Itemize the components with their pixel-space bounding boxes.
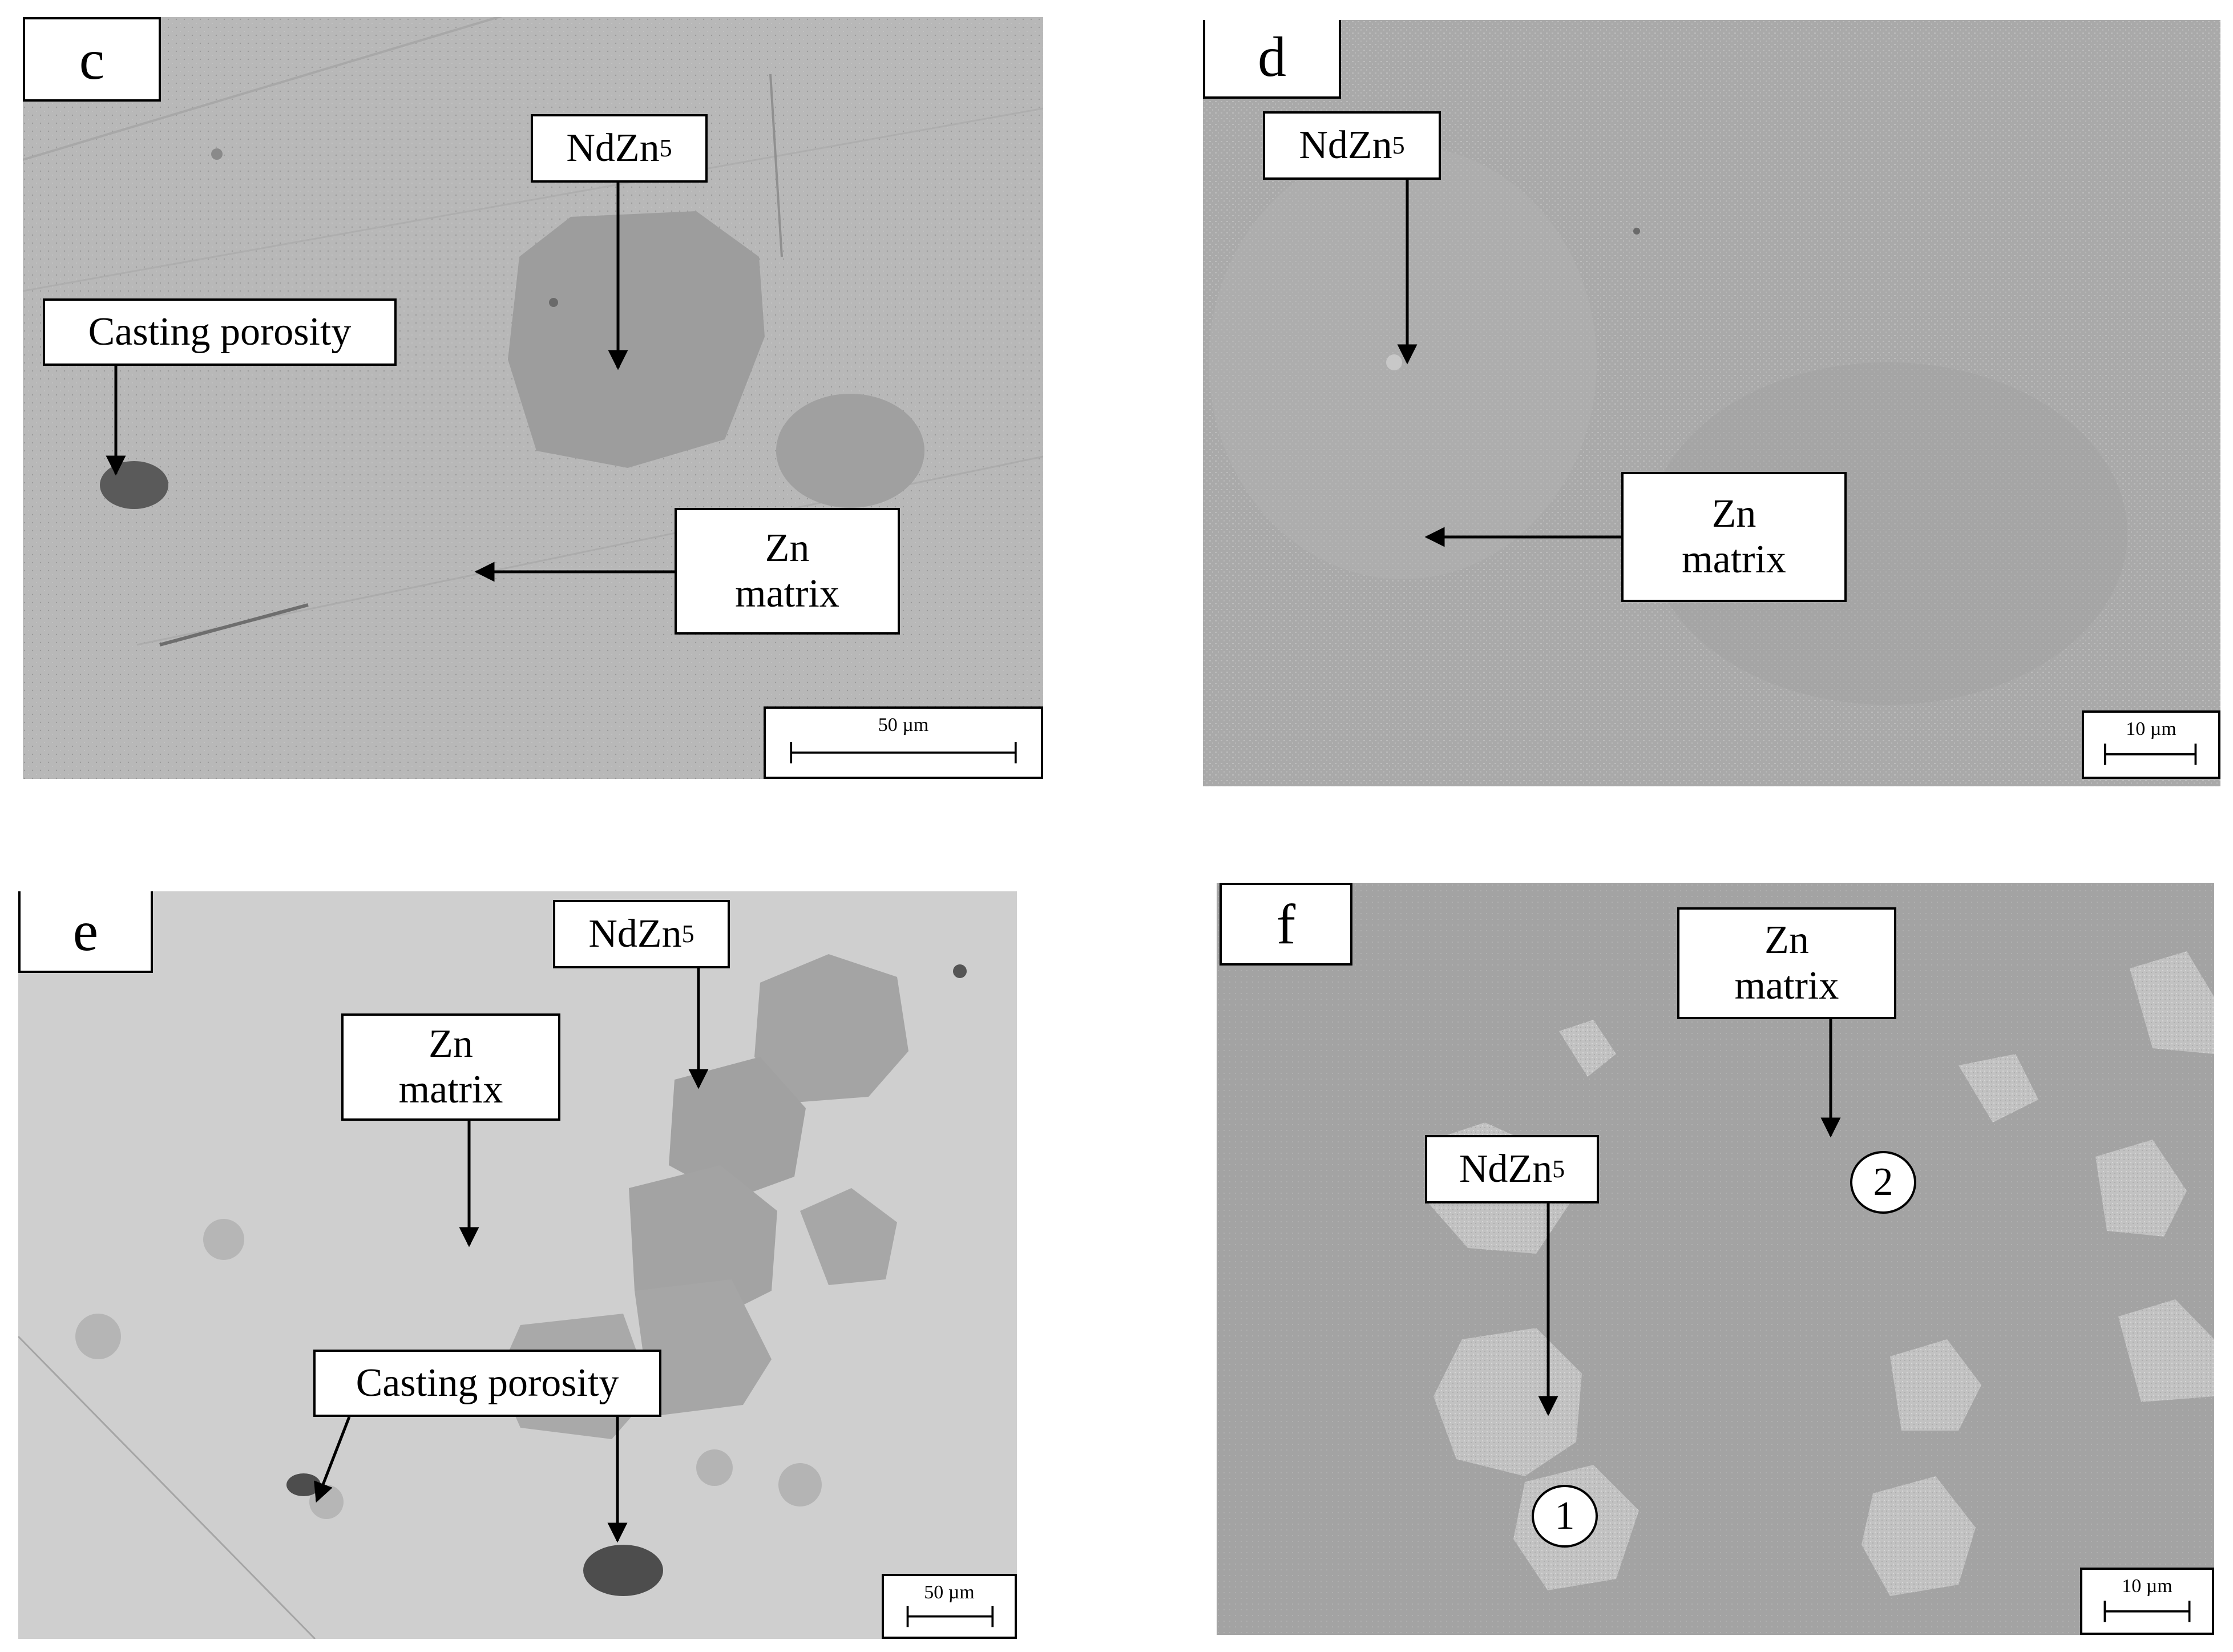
- label-casting-porosity: Casting porosity: [43, 298, 397, 366]
- label-zn-matrix-line2: matrix: [1734, 964, 1839, 1008]
- scale-bar-label-f: 10 µm: [2122, 1576, 2173, 1597]
- scale-bar-line-f: [2103, 1601, 2191, 1622]
- label-ndzn5-text: NdZn: [1459, 1146, 1553, 1191]
- scale-bar-f: 10 µm: [2080, 1568, 2214, 1635]
- label-zn-matrix-line2: matrix: [735, 572, 839, 616]
- scale-bar-label-e: 50 µm: [924, 1582, 975, 1603]
- scale-bar-label-c: 50 µm: [878, 714, 929, 736]
- scale-bar-label-d: 10 µm: [2126, 718, 2177, 740]
- panel-letter-d: d: [1203, 20, 1341, 99]
- label-zn-matrix: Zn matrix: [675, 508, 900, 635]
- label-zn-matrix-line2: matrix: [398, 1068, 503, 1112]
- label-zn-matrix: Zn matrix: [1677, 907, 1896, 1019]
- label-ndzn5-text: NdZn: [588, 911, 682, 956]
- label-zn-matrix-line2: matrix: [1682, 538, 1786, 581]
- panel-letter-c: c: [23, 17, 161, 102]
- scale-bar-line-c: [790, 742, 1017, 764]
- scale-bar-d: 10 µm: [2082, 710, 2220, 779]
- label-zn-matrix: Zn matrix: [1621, 472, 1847, 602]
- panel-letter-f: f: [1220, 883, 1352, 966]
- point-marker-1: 1: [1532, 1485, 1598, 1548]
- label-casting-porosity: Casting porosity: [313, 1350, 661, 1417]
- label-zn-matrix-line1: Zn: [1764, 918, 1809, 962]
- micrograph-image-e: [18, 891, 1017, 1639]
- point-marker-2: 2: [1850, 1151, 1916, 1214]
- panel-letter-e: e: [18, 891, 153, 973]
- label-zn-matrix: Zn matrix: [341, 1013, 560, 1121]
- scale-bar-line-e: [906, 1606, 994, 1627]
- label-ndzn5-text: NdZn: [566, 126, 660, 170]
- label-ndzn5-text: NdZn: [1299, 123, 1392, 167]
- scale-bar-line-d: [2103, 744, 2197, 765]
- micrograph-image-f: [1217, 883, 2214, 1635]
- scale-bar-e: 50 µm: [882, 1574, 1017, 1639]
- scale-bar-c: 50 µm: [764, 706, 1043, 779]
- label-zn-matrix-line1: Zn: [1711, 491, 1756, 536]
- label-zn-matrix-line1: Zn: [765, 526, 810, 570]
- label-zn-matrix-line1: Zn: [429, 1021, 473, 1066]
